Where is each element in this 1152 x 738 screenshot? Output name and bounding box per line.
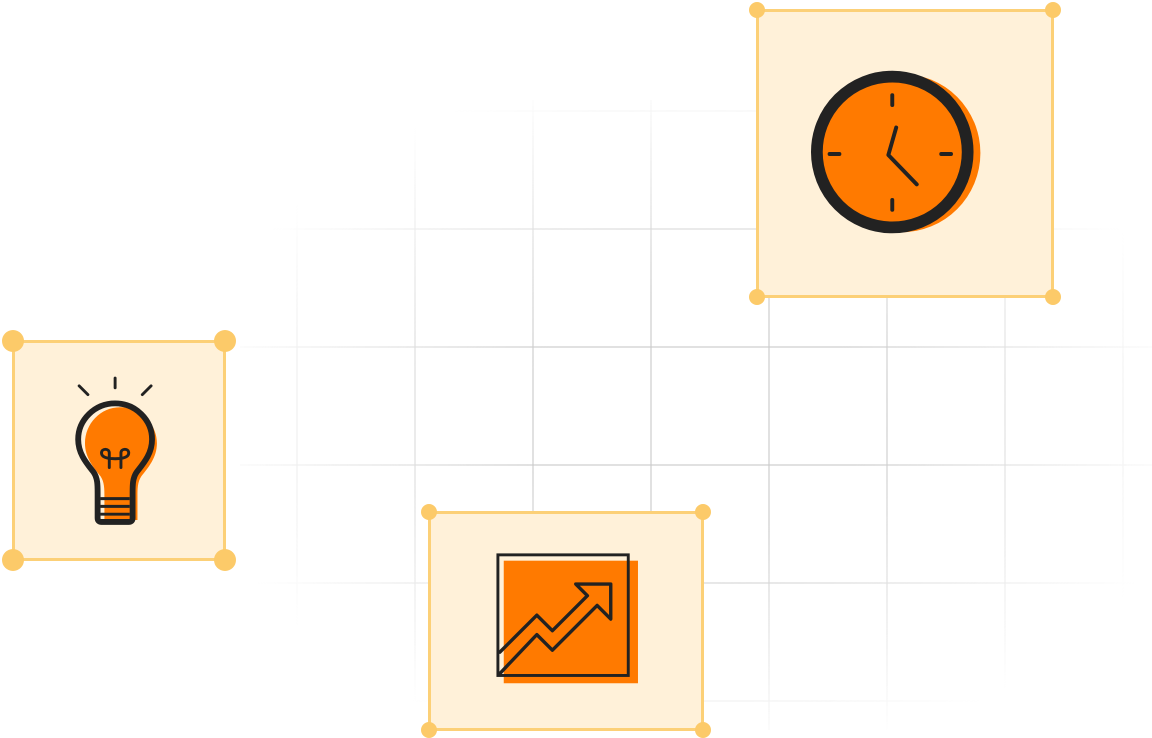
resize-handle-bottom-left[interactable] (749, 289, 765, 305)
resize-handle-top-left[interactable] (421, 504, 437, 520)
resize-handle-top-left[interactable] (2, 330, 24, 352)
resize-handle-bottom-right[interactable] (214, 549, 236, 571)
resize-handle-top-right[interactable] (695, 504, 711, 520)
resize-handle-bottom-left[interactable] (421, 722, 437, 738)
clock-card[interactable] (749, 2, 1061, 305)
lightbulb-icon (75, 376, 157, 525)
resize-handle-top-right[interactable] (214, 330, 236, 352)
growth-chart-card[interactable] (421, 504, 711, 738)
resize-handle-bottom-right[interactable] (695, 722, 711, 738)
lightbulb-card[interactable] (2, 330, 236, 571)
resize-handle-top-right[interactable] (1045, 2, 1061, 18)
growth-chart-icon (496, 553, 638, 684)
resize-handle-top-left[interactable] (749, 2, 765, 18)
resize-handle-bottom-right[interactable] (1045, 289, 1061, 305)
resize-handle-bottom-left[interactable] (2, 549, 24, 571)
clock-icon (810, 70, 981, 234)
